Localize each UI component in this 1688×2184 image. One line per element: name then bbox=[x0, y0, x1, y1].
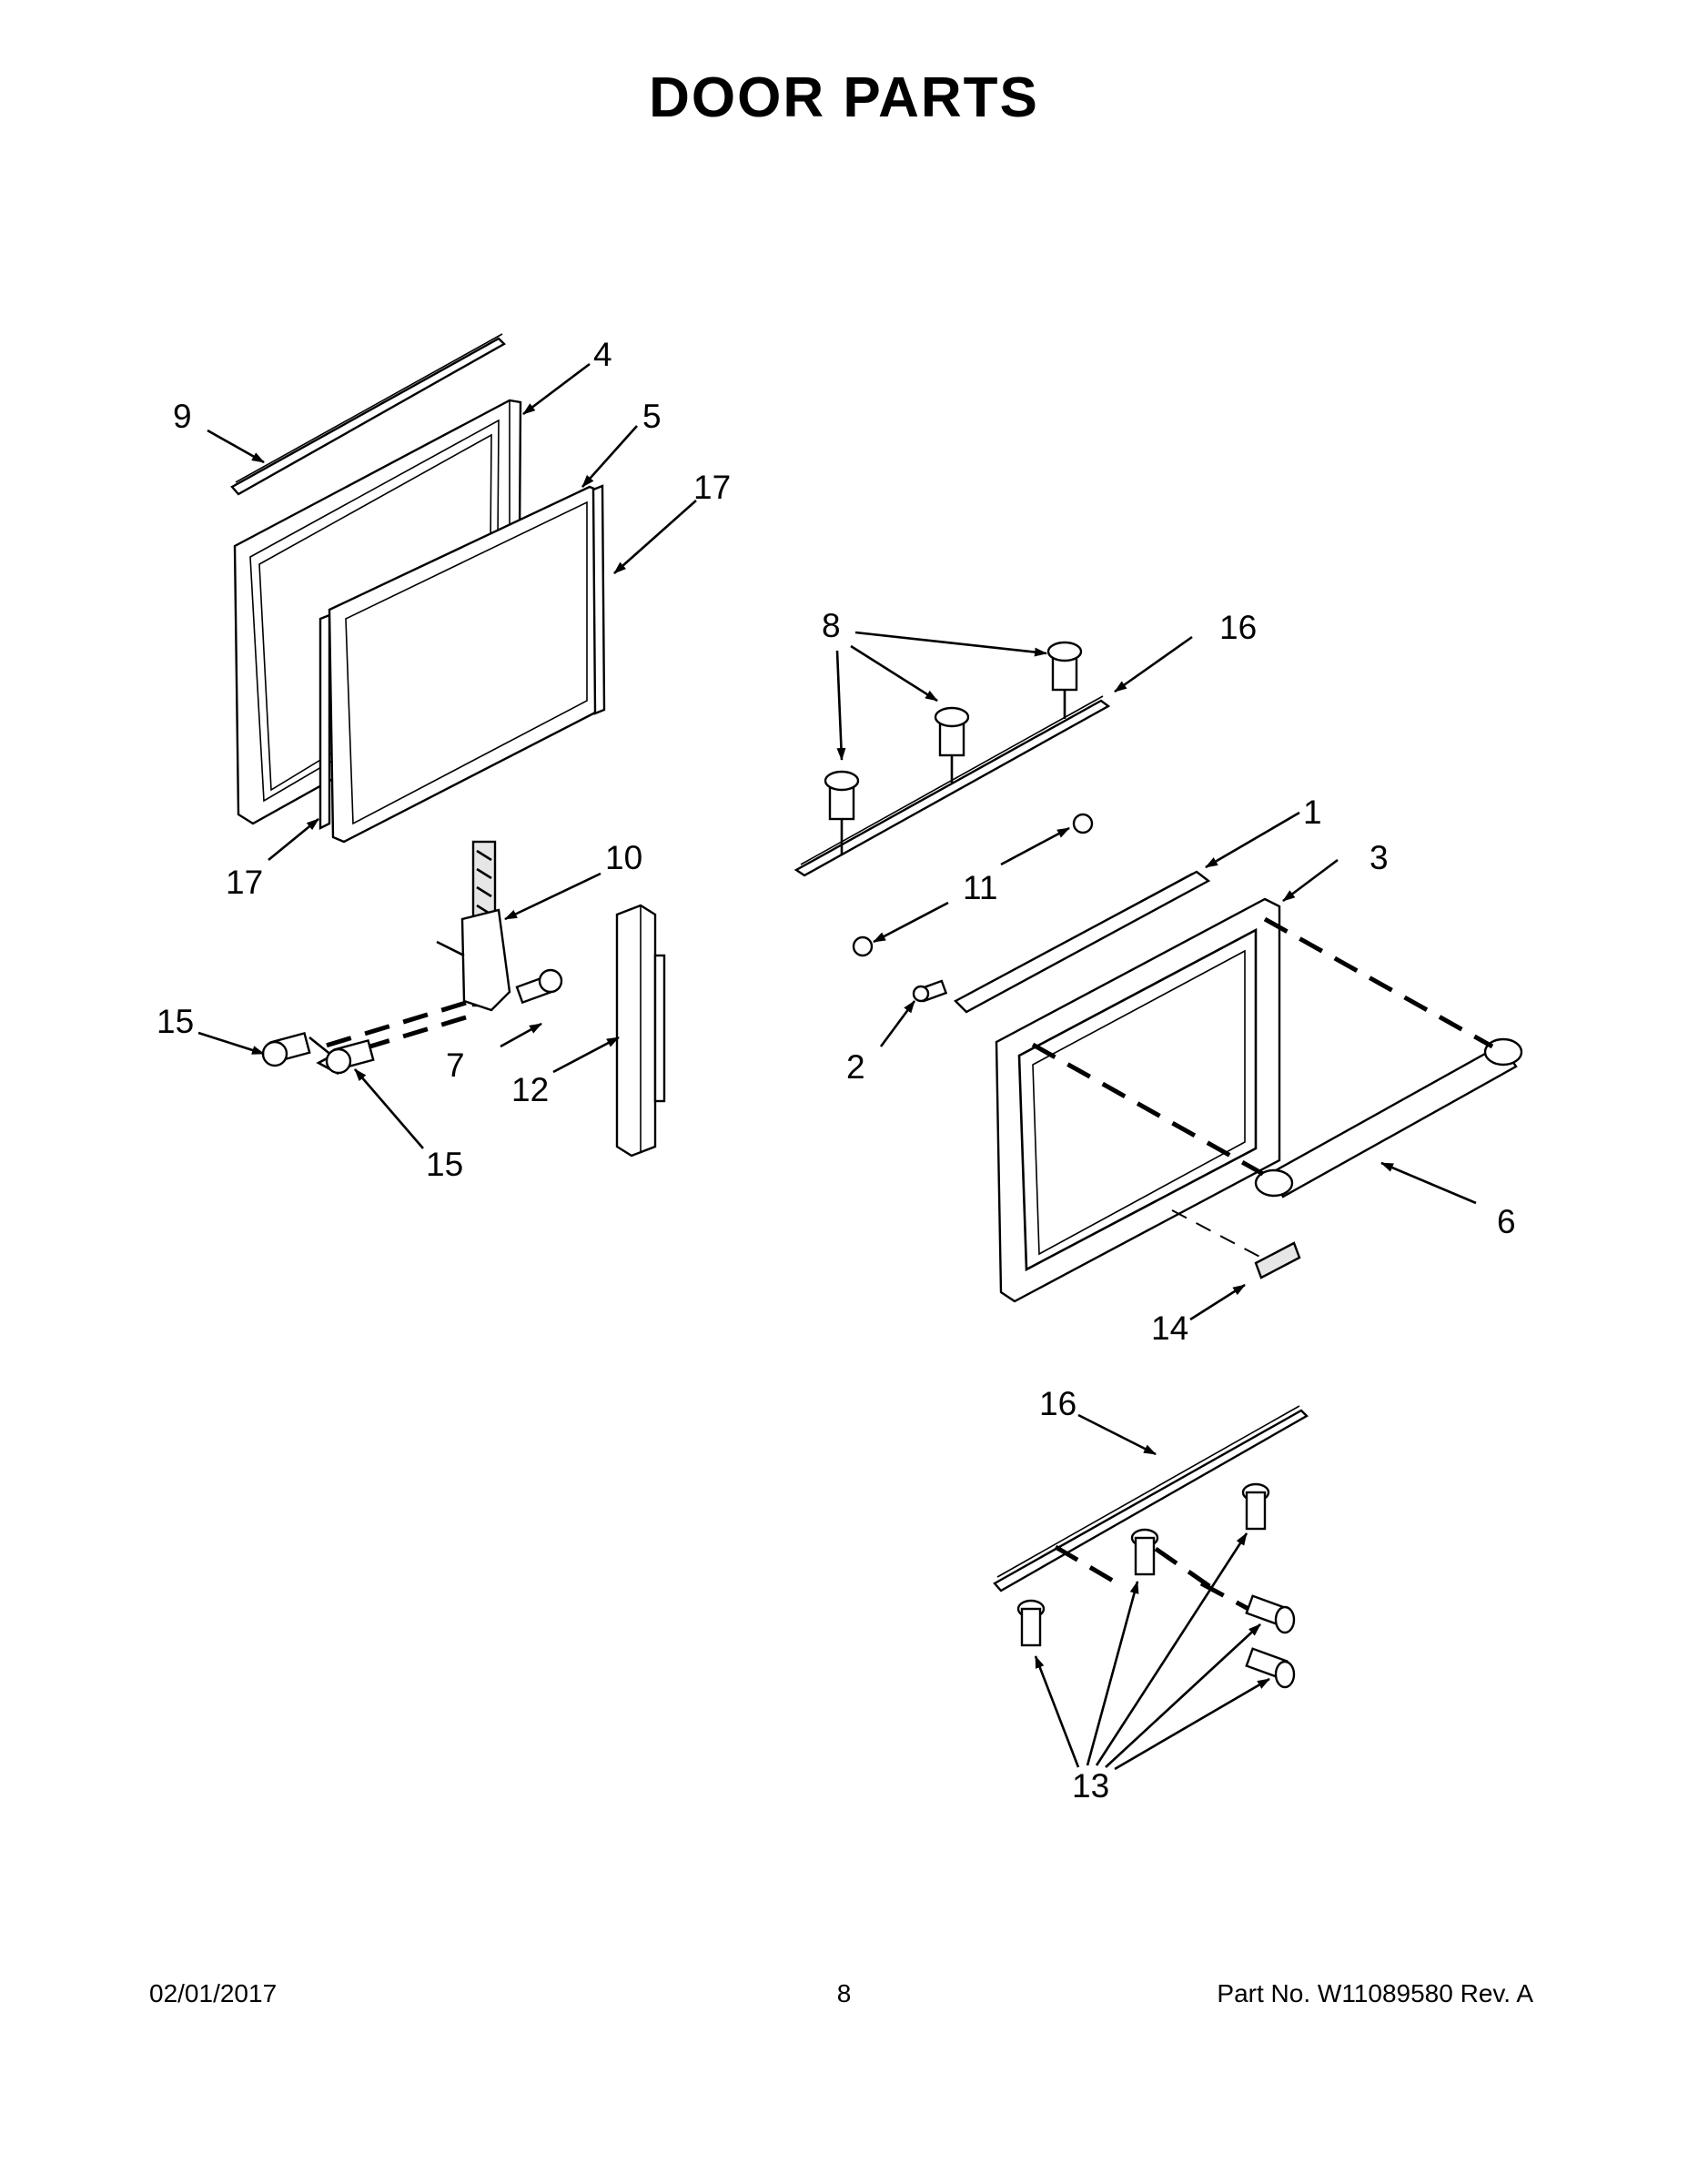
footer-part-number: Part No. W11089580 Rev. A bbox=[1217, 1979, 1533, 2007]
footer-page-number: 8 bbox=[836, 1979, 852, 2007]
page-title: DOOR PARTS bbox=[649, 66, 1039, 129]
part-11-bushing-b bbox=[852, 935, 874, 957]
part-13-screw-c bbox=[1016, 1599, 1046, 1647]
callout-16-lower: 16 bbox=[1039, 1385, 1076, 1422]
part-12-side-trim bbox=[615, 904, 666, 1158]
leader-arrows bbox=[197, 362, 1477, 1771]
hinge-assembly bbox=[261, 840, 666, 1158]
part-16-lower-trim bbox=[993, 1409, 1309, 1592]
callout-13: 13 bbox=[1072, 1767, 1109, 1805]
callout-8: 8 bbox=[822, 607, 841, 644]
part-2-screw bbox=[912, 979, 948, 1003]
callout-2: 2 bbox=[846, 1048, 865, 1086]
callout-17-left: 17 bbox=[226, 864, 263, 901]
part-11-bushing-a bbox=[1072, 813, 1094, 834]
upper-trim-assembly bbox=[793, 641, 1111, 957]
callout-17-right: 17 bbox=[693, 469, 731, 506]
callout-11: 11 bbox=[963, 869, 997, 906]
part-3-outer-door-panel bbox=[995, 897, 1281, 1303]
footer-date: 02/01/2017 bbox=[149, 1979, 278, 2007]
callout-5: 5 bbox=[642, 398, 662, 435]
callout-3: 3 bbox=[1370, 839, 1389, 876]
part-15-screw-a bbox=[261, 1031, 311, 1067]
part-13-screw-b bbox=[1130, 1528, 1159, 1576]
part-9-trim-strip bbox=[230, 337, 506, 496]
callout-1: 1 bbox=[1303, 794, 1322, 831]
part-14-badge bbox=[1254, 1241, 1301, 1279]
part-15-screw-b bbox=[325, 1038, 375, 1075]
callout-14: 14 bbox=[1151, 1309, 1188, 1347]
callout-15-left: 15 bbox=[157, 1003, 194, 1040]
part-7-hinge-screw bbox=[515, 968, 563, 1005]
part-6-door-handle bbox=[1254, 1037, 1523, 1198]
callout-16-upper: 16 bbox=[1219, 609, 1257, 646]
part-16-upper-trim bbox=[793, 699, 1111, 877]
callout-10: 10 bbox=[605, 839, 642, 876]
callout-15-bottom: 15 bbox=[426, 1146, 463, 1183]
inner-door-assembly bbox=[230, 333, 606, 844]
callout-labels: 9 4 5 17 17 10 15 15 7 12 8 16 11 1 3 2 … bbox=[157, 336, 1516, 1805]
part-17-gasket-left bbox=[318, 613, 331, 830]
part-17-gasket-right bbox=[591, 484, 606, 715]
callout-4: 4 bbox=[593, 336, 612, 373]
callout-7: 7 bbox=[446, 1046, 465, 1084]
callout-9: 9 bbox=[173, 398, 192, 435]
callout-6: 6 bbox=[1497, 1203, 1516, 1240]
part-13-screw-a bbox=[1241, 1482, 1270, 1531]
part-13-screw-e bbox=[1245, 1647, 1296, 1689]
outer-door-assembly bbox=[912, 870, 1523, 1303]
callout-12: 12 bbox=[511, 1071, 549, 1108]
part-13-screw-d bbox=[1245, 1594, 1296, 1634]
lower-trim-assembly bbox=[993, 1405, 1309, 1689]
part-8-screw-b bbox=[934, 706, 970, 783]
part-8-screw-a bbox=[824, 770, 860, 855]
part-8-screw-c bbox=[1046, 641, 1083, 719]
